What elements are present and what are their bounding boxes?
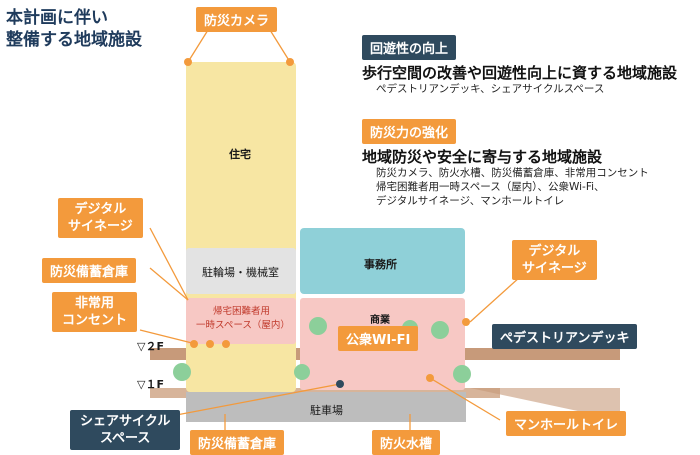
parking-label: 駐車場 (310, 404, 343, 417)
storage-top-callout: 防災備蓄倉庫 (42, 258, 137, 283)
section1-heading: 歩行空間の改善や回遊性向上に資する地域施設 (362, 64, 678, 82)
shelter-label-line2: 一時スペース（屋内） (196, 320, 290, 331)
signage-left-line2: サイネージ (68, 219, 133, 234)
section2-badge: 防災力の強化 (362, 119, 457, 144)
leader-share-cycle (149, 383, 341, 421)
leader-signage-left (149, 227, 189, 301)
bicycle-room-label: 駐輪場・機械室 (202, 266, 279, 279)
marker-dot (222, 340, 230, 348)
signage-right-callout: デジタル サイネージ (512, 240, 597, 280)
section2-items-line1: 防災カメラ、防火水槽、防災備蓄倉庫、非常用コンセント (376, 167, 649, 179)
leader-camera-right (269, 29, 291, 63)
deck-callout: ぺデストリアンデッキ (492, 324, 638, 349)
marker-dot (206, 340, 214, 348)
leader-storage-top (149, 267, 189, 301)
diagram-title-line2: 整備する地域施設 (6, 30, 142, 50)
commerce-label: 商業 (370, 315, 390, 326)
section2-items-line2: 帰宅困難者用一時スペース（屋内）、公衆Wi-Fi、 (376, 181, 605, 193)
share-cycle-line2: スペース (99, 431, 151, 446)
housing-label: 住宅 (229, 148, 251, 161)
markers (184, 58, 470, 382)
tree-icon (453, 365, 471, 383)
share-cycle-marker (336, 380, 344, 388)
tree-icon (431, 321, 449, 339)
office-block (300, 228, 465, 294)
marker-dot (426, 374, 434, 382)
tree-icon (309, 317, 327, 335)
share-cycle-callout: シェアサイクル スペース (70, 410, 181, 450)
tree-icon (173, 363, 191, 381)
parking-area (186, 392, 466, 422)
signage-right-line2: サイネージ (522, 261, 587, 276)
wifi-callout: 公衆WI-FI (338, 326, 419, 351)
water-tank-callout: 防火水槽 (372, 430, 441, 455)
diagram-title-line1: 本計画に伴い (6, 8, 108, 28)
marker-dot (286, 58, 294, 66)
bicycle-room (186, 248, 296, 294)
tree-icon (294, 364, 310, 380)
leader-camera-left (187, 29, 209, 63)
marker-dot (190, 340, 198, 348)
shelter-label-line1: 帰宅困難者用 (213, 306, 271, 317)
share-cycle-line1: シェアサイクル (80, 414, 171, 429)
marker-dot (184, 58, 192, 66)
outlet-callout: 非常用 コンセント (52, 292, 138, 332)
leader-manhole (429, 377, 501, 421)
manhole-callout: マンホールトイレ (506, 411, 627, 436)
camera-callout: 防災カメラ (196, 7, 278, 32)
signage-left-callout: デジタル サイネージ (58, 198, 143, 238)
marker-dot (462, 318, 470, 326)
storage-bottom-callout: 防災備蓄倉庫 (190, 430, 285, 455)
signage-right-line1: デジタル (528, 244, 581, 259)
leader-lines (139, 29, 531, 430)
office-label: 事務所 (364, 258, 397, 271)
outlet-line2: コンセント (62, 313, 128, 328)
signage-left-line1: デジタル (74, 202, 127, 217)
leader-outlet (139, 329, 197, 345)
outlet-line1: 非常用 (75, 296, 115, 311)
level-1f-label: ▽１F (137, 378, 164, 391)
section2-heading: 地域防災や安全に寄与する地域施設 (362, 148, 603, 166)
level-2f-label: ▽２F (137, 340, 164, 353)
section1-badge: 回遊性の向上 (362, 35, 457, 60)
section2-items-line3: デジタルサイネージ、マンホールトイレ (376, 195, 565, 207)
shelter-space (186, 298, 296, 344)
section1-items: ぺデストリアンデッキ、シェアサイクルスペース (376, 83, 605, 95)
